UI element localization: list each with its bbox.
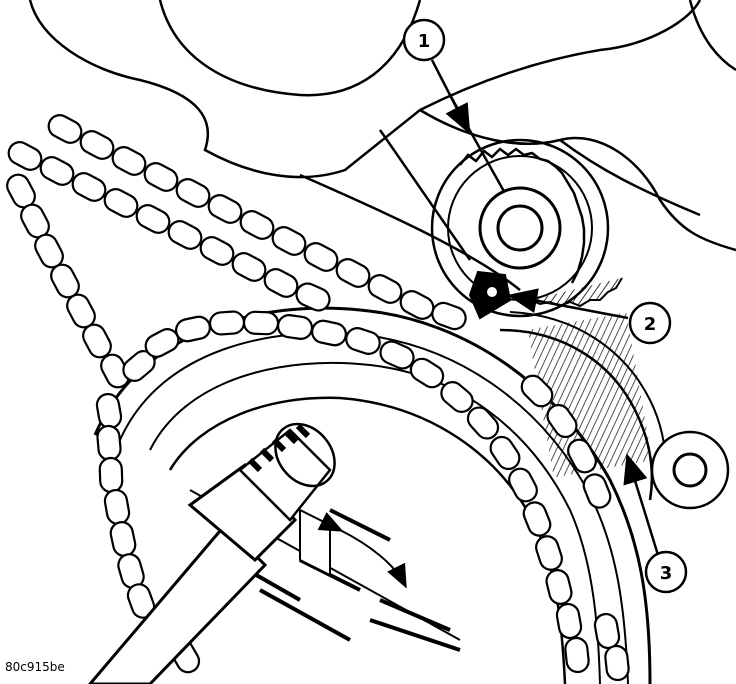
callout-2: 2 <box>628 301 672 345</box>
callout-3-leader <box>623 453 660 556</box>
callout-3: 3 <box>644 550 688 594</box>
chain-crank-wrap <box>122 310 630 682</box>
callout-leaders <box>430 59 660 556</box>
callout-1-number: 1 <box>418 31 431 52</box>
figure-id-label: 80c915be <box>5 660 65 674</box>
chain-upper-run <box>7 114 467 331</box>
chain-tensioner-wedge <box>468 270 512 320</box>
idler-gear <box>499 311 730 510</box>
callout-1-leader <box>430 59 471 135</box>
callout-1: 1 <box>402 18 446 62</box>
engine-housing <box>28 0 736 291</box>
callout-2-number: 2 <box>644 314 657 335</box>
callout-2-leader <box>507 288 629 320</box>
camshaft-sprocket <box>430 138 623 318</box>
callout-3-number: 3 <box>660 563 673 584</box>
wrench-tool <box>88 422 336 684</box>
